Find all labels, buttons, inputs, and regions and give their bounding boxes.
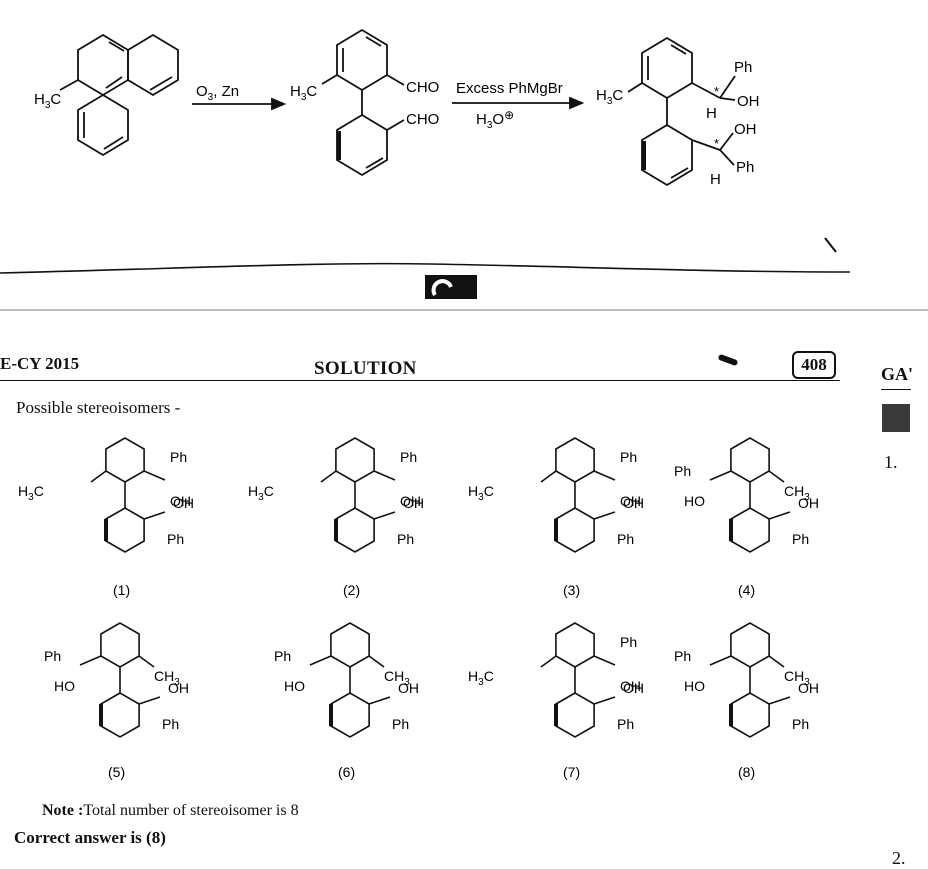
product-methyl-label: H3C (596, 87, 623, 107)
phenyl-label-bottom: Ph (792, 716, 809, 732)
phenyl-label-bottom: Ph (162, 716, 179, 732)
product-h-label-2: H (710, 171, 721, 188)
hydroxyl-label-bottom: OH (623, 495, 644, 511)
side-margin-item-1: 1. (884, 452, 898, 472)
hydroxyl-label-top: OH (170, 493, 191, 509)
header-underline (0, 380, 840, 381)
section-title: SOLUTION (314, 358, 417, 379)
side-margin-underline (881, 389, 911, 390)
note-label: Note : (42, 802, 84, 819)
hydroxyl-label-bottom: OH (173, 495, 194, 511)
hydroxyl-label-bottom: OH (798, 680, 819, 696)
product-ph-label-2: Ph (736, 159, 754, 176)
hydroxyl-label-top: HO (684, 678, 705, 694)
methyl-label: CH3 (784, 668, 810, 688)
hydroxyl-label-top: OH (400, 493, 421, 509)
phenyl-label-bottom: Ph (617, 531, 634, 547)
side-margin-block (882, 404, 910, 432)
page-break-divider (0, 309, 928, 311)
page-number-badge: 408 (792, 351, 836, 379)
stereoisomer-label-4: (4) (738, 582, 755, 598)
stereoisomer-label-5: (5) (108, 764, 125, 780)
hydroxyl-label-top: OH (620, 678, 641, 694)
methyl-label: CH3 (384, 668, 410, 688)
phenyl-label-bottom: Ph (167, 531, 184, 547)
stereoisomer-label-7: (7) (563, 764, 580, 780)
methyl-label: H3C (468, 668, 494, 688)
phenyl-label-bottom: Ph (397, 531, 414, 547)
hydroxyl-label-top: HO (684, 493, 705, 509)
phenyl-label-top: Ph (400, 449, 417, 465)
correct-answer: Correct answer is (8) (14, 828, 166, 847)
phenyl-label-top: Ph (274, 648, 291, 664)
stereoisomer-label-8: (8) (738, 764, 755, 780)
hydroxyl-label-bottom: OH (798, 495, 819, 511)
hydroxyl-label-bottom: OH (168, 680, 189, 696)
hydroxyl-label-bottom: OH (403, 495, 424, 511)
hydroxyl-label-top: OH (620, 493, 641, 509)
product-h-label-1: H (706, 105, 717, 122)
phenyl-label-bottom: Ph (617, 716, 634, 732)
methyl-label: H3C (468, 483, 494, 503)
aldehyde-label-1: CHO (406, 79, 439, 96)
hydroxyl-label-top: HO (54, 678, 75, 694)
stereoisomer-label-3: (3) (563, 582, 580, 598)
phenyl-label-top: Ph (674, 463, 691, 479)
step2-workup-label: H3O⊕ (476, 108, 514, 131)
diol-product-structure (627, 36, 736, 187)
stereocenter-star-1: * (714, 84, 719, 99)
dialdehyde-structure (321, 28, 405, 177)
product-oh-label-1: OH (737, 93, 760, 110)
phenyl-label-top: Ph (674, 648, 691, 664)
aldehyde-label-2: CHO (406, 111, 439, 128)
product-ph-label-1: Ph (734, 59, 752, 76)
methyl-label: CH3 (154, 668, 180, 688)
phenanthrene-structure (59, 33, 179, 157)
step1-reagent-label: O3, Zn (196, 83, 239, 103)
phenyl-label-bottom: Ph (792, 531, 809, 547)
stereocenter-star-2: * (714, 136, 719, 151)
stereoisomer-label-6: (6) (338, 764, 355, 780)
note-text: Total number of stereoisomer is 8 (83, 802, 299, 819)
note-line: Note :Total number of stereoisomer is 8 (42, 802, 299, 820)
ink-mark (717, 353, 739, 367)
reaction-scheme: H3C O3, Zn H3C CHO CHO Excess PhMgBr H3O… (0, 28, 851, 299)
methyl-label: H3C (248, 483, 274, 503)
intro-text: Possible stereoisomers - (16, 398, 181, 417)
phenyl-label-top: Ph (620, 634, 637, 650)
reactant-methyl-label: H3C (34, 91, 61, 111)
exam-code: E-CY 2015 (0, 354, 80, 373)
step2-reagent-label: Excess PhMgBr (456, 80, 563, 97)
phenyl-label-top: Ph (170, 449, 187, 465)
dialdehyde-methyl-label: H3C (290, 83, 317, 103)
side-margin-text: GA' (881, 364, 914, 384)
hydroxyl-label-bottom: OH (623, 680, 644, 696)
stereoisomer-label-1: (1) (113, 582, 130, 598)
hydroxyl-label-bottom: OH (398, 680, 419, 696)
phenyl-label-top: Ph (44, 648, 61, 664)
stereoisomer-label-2: (2) (343, 582, 360, 598)
phenyl-label-bottom: Ph (392, 716, 409, 732)
methyl-label: CH3 (784, 483, 810, 503)
product-oh-label-2: OH (734, 121, 757, 138)
methyl-label: H3C (18, 483, 44, 503)
stereoisomer-grid: H3CPhOHOHPh(1)H3CPhOHOHPh(2)H3CPhOHOHPh(… (18, 437, 819, 780)
hydroxyl-label-top: HO (284, 678, 305, 694)
phenyl-label-top: Ph (620, 449, 637, 465)
side-margin-item-2: 2. (892, 848, 906, 868)
